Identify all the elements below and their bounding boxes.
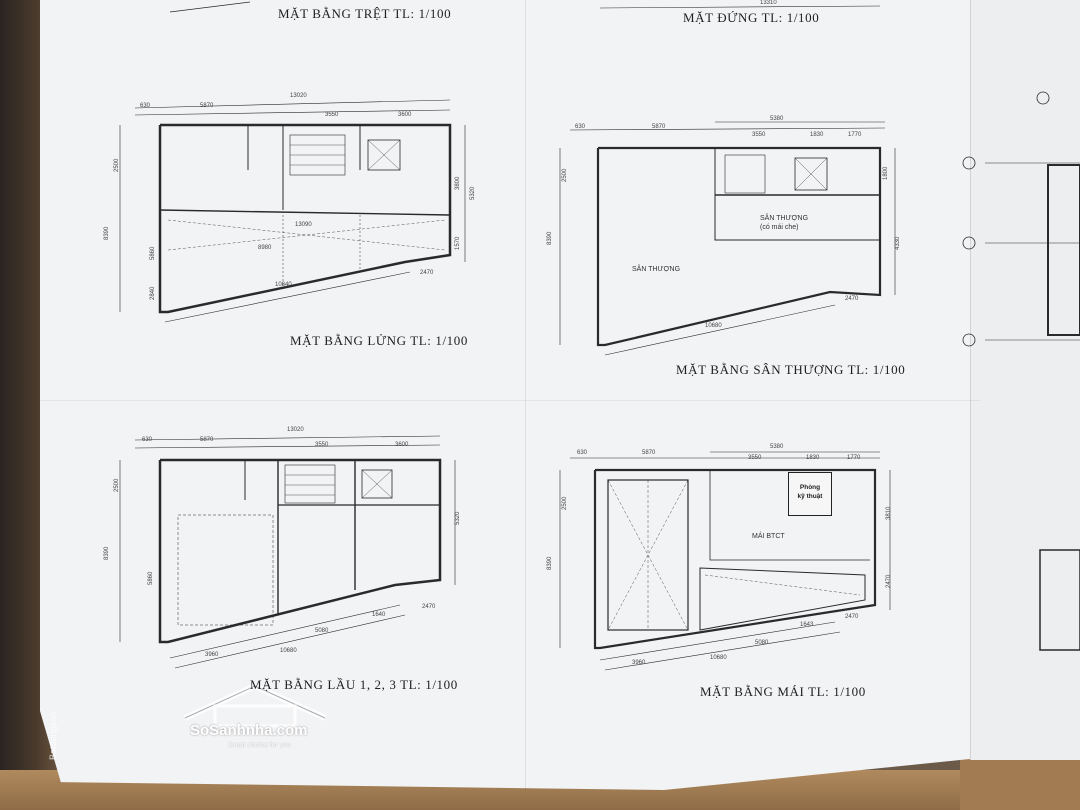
terrace-dim-height: 4330: [895, 236, 901, 250]
roof-dim-part: 1830: [806, 455, 820, 461]
ground-floor-title: MẶT BẰNG TRỆT TL: 1/100: [278, 6, 452, 21]
floors-dim-part: 5870: [200, 437, 214, 443]
roof-plan: [559, 451, 891, 671]
floors-dim-height: 8390: [104, 546, 110, 560]
right-sheet-fragment: [962, 91, 1080, 651]
terrace-dim-bottom: 10680: [705, 323, 722, 329]
mezz-dim-right: 2470: [420, 270, 434, 276]
paper-fold-vertical: [525, 0, 526, 790]
roof-dim-part: 1770: [847, 455, 861, 461]
terrace-dim-height: 1800: [883, 166, 889, 180]
floors-dim-height: 5320: [455, 511, 461, 525]
mezz-dim-total: 13020: [290, 93, 307, 99]
mezz-dim-height: 2500: [114, 158, 120, 172]
mezzanine-title: MẶT BẰNG LỬNG TL: 1/100: [290, 333, 468, 348]
roof-dim-part: 3960: [632, 660, 646, 666]
mezz-dim-height: 5860: [150, 246, 156, 260]
floors-dim-part: 3960: [205, 652, 219, 658]
terrace-dim-part: 5870: [652, 124, 666, 130]
roof-dim-part: 3550: [748, 455, 762, 461]
tech-room-label: Phòng kỹ thuật: [797, 484, 823, 500]
floors-plan: [119, 435, 456, 669]
mezz-dim-height: 5320: [470, 186, 476, 200]
roof-dim-height: 2500: [562, 496, 568, 510]
terrace-dim-top: 5380: [770, 116, 784, 122]
mezz-dim-part: 630: [140, 103, 151, 109]
terrace-dim-right: 2470: [845, 296, 859, 302]
mezz-dim-part: 3550: [325, 112, 339, 118]
mezz-dim-inner: 13090: [295, 222, 312, 228]
roof-slab-label: MÁI BTCT: [752, 533, 785, 540]
floors-dim-total: 13020: [287, 427, 304, 433]
roof-dim-top: 5380: [770, 444, 784, 450]
elevation-fragment: [169, 1, 881, 13]
roof-dim-part: 1643: [800, 622, 814, 628]
mezz-dim-height: 1570: [455, 236, 461, 250]
roof-dim-height: 8390: [547, 556, 553, 570]
roof-dim-height: 2470: [886, 574, 892, 588]
elevation-title: MẶT ĐỨNG TL: 1/100: [683, 10, 820, 25]
floors-dim-part: 5080: [315, 628, 329, 634]
mezz-dim-mid: 8980: [258, 245, 272, 251]
blueprint-sheet: [40, 0, 1080, 790]
terrace-covered-note: (có mái che): [760, 224, 799, 231]
roof-dim-part: 5870: [642, 450, 656, 456]
mezz-dim-part: 3600: [398, 112, 412, 118]
elevation-dim-top: 13310: [760, 0, 777, 6]
floors-dim-part: 3550: [315, 442, 329, 448]
floors-dim-part: 3600: [395, 442, 409, 448]
roof-dim-part: 5080: [755, 640, 769, 646]
paper-fold-horizontal: [40, 400, 980, 401]
roof-dim-bottom: 10680: [710, 655, 727, 661]
floors-title: MẶT BẰNG LẦU 1, 2, 3 TL: 1/100: [250, 677, 458, 692]
floors-dim-part: 1640: [372, 612, 386, 618]
terrace-dim-part: 630: [575, 124, 586, 130]
floors-dim-height: 5860: [148, 571, 154, 585]
terrace-dim-part: 1830: [810, 132, 824, 138]
terrace-dim-height: 8390: [547, 231, 553, 245]
mezz-dim-part: 5870: [200, 103, 214, 109]
mezz-dim-bottom: 10840: [275, 282, 292, 288]
floors-dim-height: 2500: [114, 478, 120, 492]
terrace-dim-part: 3550: [752, 132, 766, 138]
watermark-tagline: Great choice for you: [228, 742, 292, 749]
watermark-brand: SoSanhnha.com: [190, 722, 308, 739]
terrace-room-label: SÂN THƯỢNG: [632, 266, 681, 273]
roof-dim-part: 630: [577, 450, 588, 456]
watermark-side: Batdongsan: [48, 711, 58, 760]
terrace-plan: [559, 121, 896, 356]
terrace-covered-label: SÂN THƯỢNG: [760, 215, 809, 222]
roof-dim-right: 2470: [845, 614, 859, 620]
watermark-house-logo: [183, 682, 327, 728]
roof-dim-height: 3810: [886, 506, 892, 520]
terrace-dim-height: 2500: [562, 168, 568, 182]
mezz-dim-height: 2840: [150, 286, 156, 300]
mezz-dim-height: 8390: [104, 226, 110, 240]
floors-dim-bottom: 10680: [280, 648, 297, 654]
blueprint-sheet-right: [970, 0, 1080, 760]
terrace-dim-part: 1770: [848, 132, 862, 138]
floors-dim-part: 630: [142, 437, 153, 443]
tech-room-box: Phòng kỹ thuật: [788, 472, 832, 516]
mezzanine-plan: [119, 99, 466, 323]
roof-title: MẶT BẰNG MÁI TL: 1/100: [700, 684, 866, 699]
mezz-dim-height: 3800: [455, 176, 461, 190]
floors-dim-right: 2470: [422, 604, 436, 610]
terrace-title: MẶT BẰNG SÂN THƯỢNG TL: 1/100: [676, 362, 906, 377]
